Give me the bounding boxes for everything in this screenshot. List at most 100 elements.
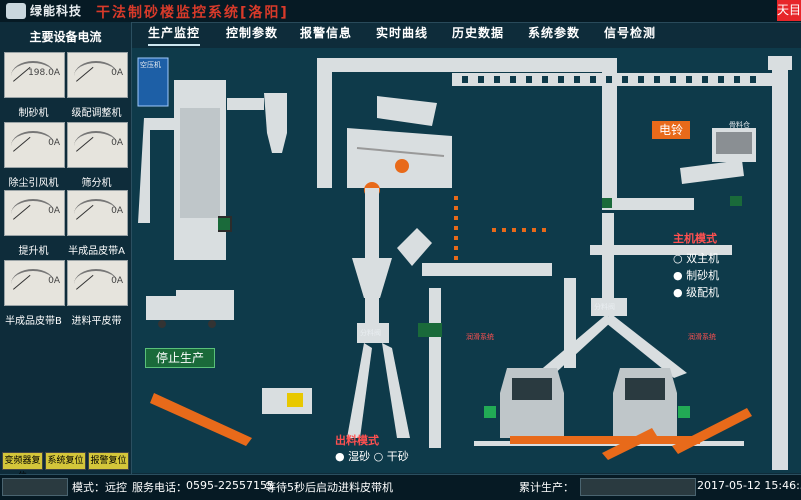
feed-bin-label: 骨料仓 — [729, 121, 750, 129]
logo-mark-icon — [6, 3, 26, 19]
process-svg — [137, 56, 792, 470]
splitter-label-2: 分料阀 — [594, 303, 615, 311]
production-label: 累计生产： — [519, 481, 574, 494]
host-mode-option[interactable]: ● 制砂机 — [673, 269, 720, 282]
bucket-elevator-icon — [772, 60, 788, 470]
meter-label: 除尘引风机 — [4, 174, 63, 189]
tab-production-monitor[interactable]: 生产监控 — [148, 24, 201, 46]
motor-icon — [395, 159, 409, 173]
lube-system-right: 润滑系统 — [688, 333, 716, 341]
duct — [317, 72, 332, 188]
splitter-body — [357, 323, 389, 343]
meter-dial-icon — [11, 61, 55, 91]
system-reset-button[interactable]: 系统复位 — [45, 452, 86, 470]
meter-value: 0A — [111, 276, 123, 286]
crusher-display — [512, 378, 552, 400]
pipe — [606, 313, 687, 378]
screen-top-icon — [377, 96, 437, 126]
stop-production-button[interactable]: 停止生产 — [145, 348, 215, 368]
feed-bin-grid — [716, 132, 752, 154]
meter-value: 0A — [48, 276, 60, 286]
meter-value: 0A — [111, 68, 123, 78]
equipment-current-panel: 主要设备电流 198.0A 制砂机 0A 级配调整机 0A 除尘引风机 0A 筛… — [0, 22, 132, 474]
motor-icon — [484, 406, 496, 418]
valve-icon — [418, 323, 442, 337]
dust-collector-filter — [180, 108, 220, 218]
meter-value: 0A — [48, 138, 60, 148]
status-message: 等待5秒后启动进料皮带机 — [265, 481, 393, 494]
mill-motor-icon — [287, 393, 303, 407]
tab-realtime-curve[interactable]: 实时曲线 — [376, 26, 429, 40]
pipe — [564, 278, 576, 368]
vibrating-screen-icon — [347, 128, 452, 188]
current-meter: 0A — [4, 122, 65, 168]
status-box-left — [2, 478, 68, 496]
inverter-reset-button[interactable]: 变频器复位 — [2, 452, 43, 482]
lube-system-left: 润滑系统 — [466, 333, 494, 341]
feeder-chute — [680, 160, 744, 184]
cyclone-icon — [264, 93, 287, 153]
truck-body-icon — [176, 290, 234, 320]
meter-value: 198.0A — [28, 68, 60, 78]
right-conveyor — [602, 198, 694, 210]
title-bar: 绿能科技 干法制砂楼监控系统[洛阳] 天目 — [0, 0, 801, 23]
bell-button[interactable]: 电铃 — [652, 121, 690, 139]
meter-label: 进料平皮带 — [67, 312, 126, 327]
diagonal-conveyor — [150, 393, 252, 446]
meter-value: 0A — [111, 138, 123, 148]
meter-label: 半成品皮带B — [4, 312, 63, 327]
meter-label: 筛分机 — [67, 174, 126, 189]
meter-value: 0A — [111, 206, 123, 216]
meter-dial-icon — [11, 199, 55, 229]
meter-label: 半成品皮带A — [67, 242, 126, 257]
diagonal-conveyor — [602, 428, 657, 460]
valve-icon — [730, 196, 742, 206]
top-right-badge[interactable]: 天目 — [777, 0, 801, 21]
service-phone-label: 服务电话： — [132, 481, 187, 494]
crusher-display — [625, 378, 665, 400]
screen-deck — [356, 147, 445, 157]
meter-label: 提升机 — [4, 242, 63, 257]
duct — [227, 98, 264, 110]
meter-dial-icon — [74, 269, 118, 299]
meter-value: 0A — [48, 206, 60, 216]
tab-system-params[interactable]: 系统参数 — [528, 26, 581, 40]
tab-signal-detect[interactable]: 信号检测 — [604, 26, 657, 40]
meter-dial-icon — [74, 199, 118, 229]
current-meter: 0A — [4, 190, 65, 236]
current-meter: 198.0A — [4, 52, 65, 98]
pipe — [429, 288, 441, 448]
host-mode-option[interactable]: ○ 双主机 — [673, 252, 720, 265]
tab-history-data[interactable]: 历史数据 — [452, 26, 505, 40]
current-meter: 0A — [67, 52, 128, 98]
pipe — [382, 343, 410, 438]
company-logo: 绿能科技 — [6, 2, 88, 20]
air-compressor-icon[interactable] — [137, 57, 169, 107]
duct — [317, 58, 617, 198]
status-bar: 模式：远控 服务电话： 0595-22557155 等待5秒后启动进料皮带机 累… — [0, 474, 801, 500]
meter-dial-icon — [11, 269, 55, 299]
wheel-icon — [208, 320, 216, 328]
hopper-shape — [352, 258, 392, 298]
host-mode-panel: 主机模式 ○ 双主机 ● 制砂机 ● 级配机 — [673, 230, 719, 301]
meter-label: 制砂机 — [4, 104, 63, 119]
meter-label: 级配调整机 — [67, 104, 126, 119]
current-meter: 0A — [67, 190, 128, 236]
air-compressor-label: 空压机 — [140, 61, 161, 69]
service-phone: 0595-22557155 — [186, 479, 274, 492]
current-meter: 0A — [67, 122, 128, 168]
pipe — [422, 263, 552, 276]
belt — [590, 245, 732, 255]
host-mode-option[interactable]: ● 级配机 — [673, 286, 720, 299]
panel-title: 主要设备电流 — [29, 30, 102, 44]
tab-control-params[interactable]: 控制参数 — [226, 26, 279, 40]
app-title: 干法制砂楼监控系统[洛阳] — [96, 5, 289, 21]
motor-icon — [678, 406, 690, 418]
alarm-reset-button[interactable]: 报警复位 — [88, 452, 129, 470]
process-diagram: 空压机 骨料仓 分料阀 分料阀 润滑系统 润滑系统 — [132, 48, 801, 473]
output-mode-panel: 出料模式 ● 湿砂 ○ 干砂 — [335, 432, 409, 464]
bottom-conveyor — [510, 436, 700, 444]
output-mode-options[interactable]: ● 湿砂 ○ 干砂 — [335, 450, 409, 463]
tab-alarm-info[interactable]: 报警信息 — [300, 26, 353, 40]
hopper-shape — [192, 223, 212, 253]
